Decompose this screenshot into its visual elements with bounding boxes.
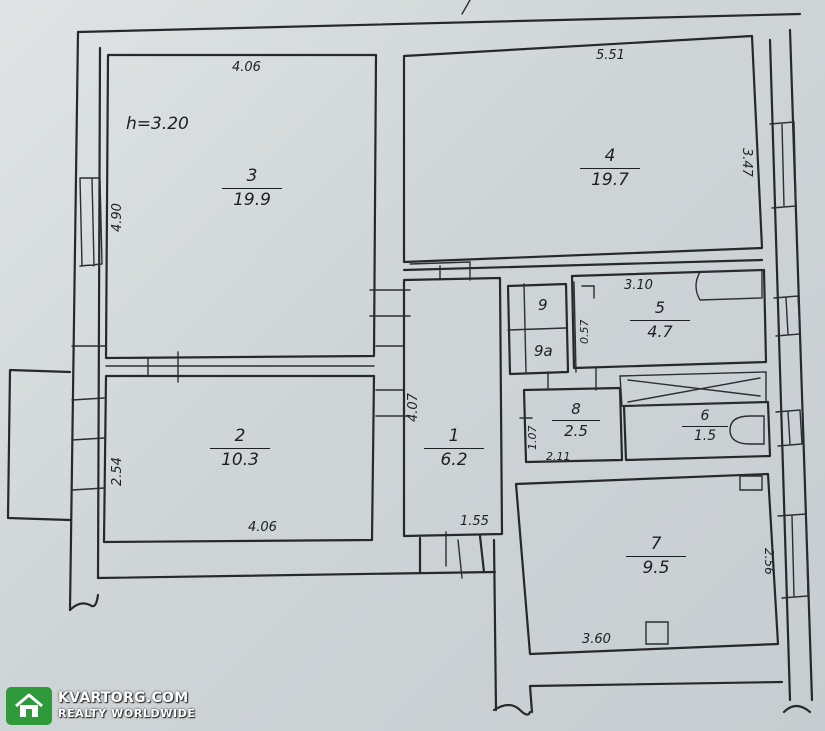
- window-right-3: [775, 409, 803, 447]
- window-left-1: [79, 177, 103, 267]
- room-5-area: 4.7: [630, 320, 690, 341]
- window-right-4: [777, 513, 809, 599]
- entrance-walls: [418, 534, 784, 714]
- room-3-area: 19.9: [222, 188, 282, 210]
- room1-walls: [402, 276, 504, 538]
- outer-wall-left: [68, 30, 80, 612]
- room-8-number: 8: [571, 400, 581, 418]
- room8-walls: [522, 386, 624, 464]
- room2-walls: [102, 374, 376, 544]
- room-2-area: 10.3: [210, 448, 270, 470]
- room-6-number: 6: [700, 408, 710, 424]
- room-8-area: 2.5: [552, 420, 600, 440]
- dim-room3-width: 4.06: [232, 60, 261, 75]
- room-9a-number: 9a: [534, 342, 553, 360]
- outer-wall-top: [76, 12, 802, 34]
- room9-verticals: [523, 281, 577, 373]
- room-4-number: 4: [604, 146, 616, 166]
- room3-walls: [104, 53, 378, 360]
- bathtub: [695, 269, 763, 301]
- watermark-tagline: REALTY WORLDWIDE: [58, 707, 196, 720]
- ticks-left-wall: [71, 345, 107, 491]
- room-2-number: 2: [234, 426, 246, 446]
- room-5-number: 5: [654, 298, 666, 317]
- dim-room8-height: 1.07: [526, 425, 539, 451]
- room5-fixture: [581, 285, 595, 299]
- room9-walls: [506, 282, 570, 376]
- dim-room5-height: 0.57: [578, 319, 591, 345]
- window-right-2: [773, 295, 801, 337]
- corridor-wall: [402, 258, 764, 272]
- dim-room8-width: 2.11: [546, 450, 571, 463]
- outer-wall-right-inner: [768, 38, 792, 702]
- room-7-number: 7: [650, 534, 662, 554]
- watermark-logo: KVARTORG.COM REALTY WORLDWIDE: [6, 687, 196, 725]
- ceiling-height-label: h=3.20: [126, 114, 189, 134]
- room7-walls: [514, 472, 780, 656]
- room5-walls: [570, 268, 768, 370]
- room-1-area: 6.2: [424, 448, 484, 470]
- window-right-1: [769, 121, 797, 209]
- door-1-2: [375, 389, 411, 417]
- toilet: [729, 415, 765, 445]
- room-3-number: 3: [246, 166, 258, 186]
- dim-room2-width: 4.06: [248, 520, 277, 535]
- room-9-number: 9: [538, 296, 548, 314]
- door-4-1: [409, 261, 471, 281]
- room-6-area: 1.5: [682, 426, 728, 444]
- bottom-wavy: [492, 703, 812, 716]
- room-7-area: 9.5: [626, 556, 686, 578]
- outer-wall-right: [788, 28, 814, 702]
- dim-room7-width: 3.60: [582, 632, 611, 647]
- dim-room1-width: 1.55: [460, 514, 489, 529]
- entry-door: [445, 531, 463, 579]
- door-3-2: [147, 351, 179, 383]
- dim-room7-height: 2.56: [762, 548, 776, 575]
- door-1-3: [369, 289, 411, 347]
- dim-room2-height: 2.54: [110, 457, 125, 486]
- room4-walls: [402, 34, 764, 264]
- room9-divider: [507, 327, 567, 331]
- house-icon: [6, 687, 52, 725]
- stove: [645, 621, 669, 645]
- room-4-area: 19.7: [580, 168, 640, 190]
- dim-room5-width: 3.10: [624, 278, 653, 293]
- bottom-wall-left: [96, 570, 497, 580]
- dim-room3-height: 4.90: [110, 203, 125, 232]
- top-tick: [461, 0, 471, 15]
- dim-room1-height: 4.07: [406, 393, 421, 422]
- room8-door: [519, 367, 597, 419]
- bottom-corner-left: [68, 593, 100, 612]
- balcony: [6, 368, 72, 522]
- room-1-number: 1: [448, 426, 460, 446]
- sink: [739, 475, 763, 491]
- watermark-brand: KVARTORG.COM: [58, 690, 189, 706]
- vent-shaft: [619, 371, 767, 407]
- dim-room4-width: 5.51: [596, 48, 625, 63]
- outer-wall-left-inner: [96, 46, 102, 580]
- dim-room4-height: 3.47: [739, 148, 754, 177]
